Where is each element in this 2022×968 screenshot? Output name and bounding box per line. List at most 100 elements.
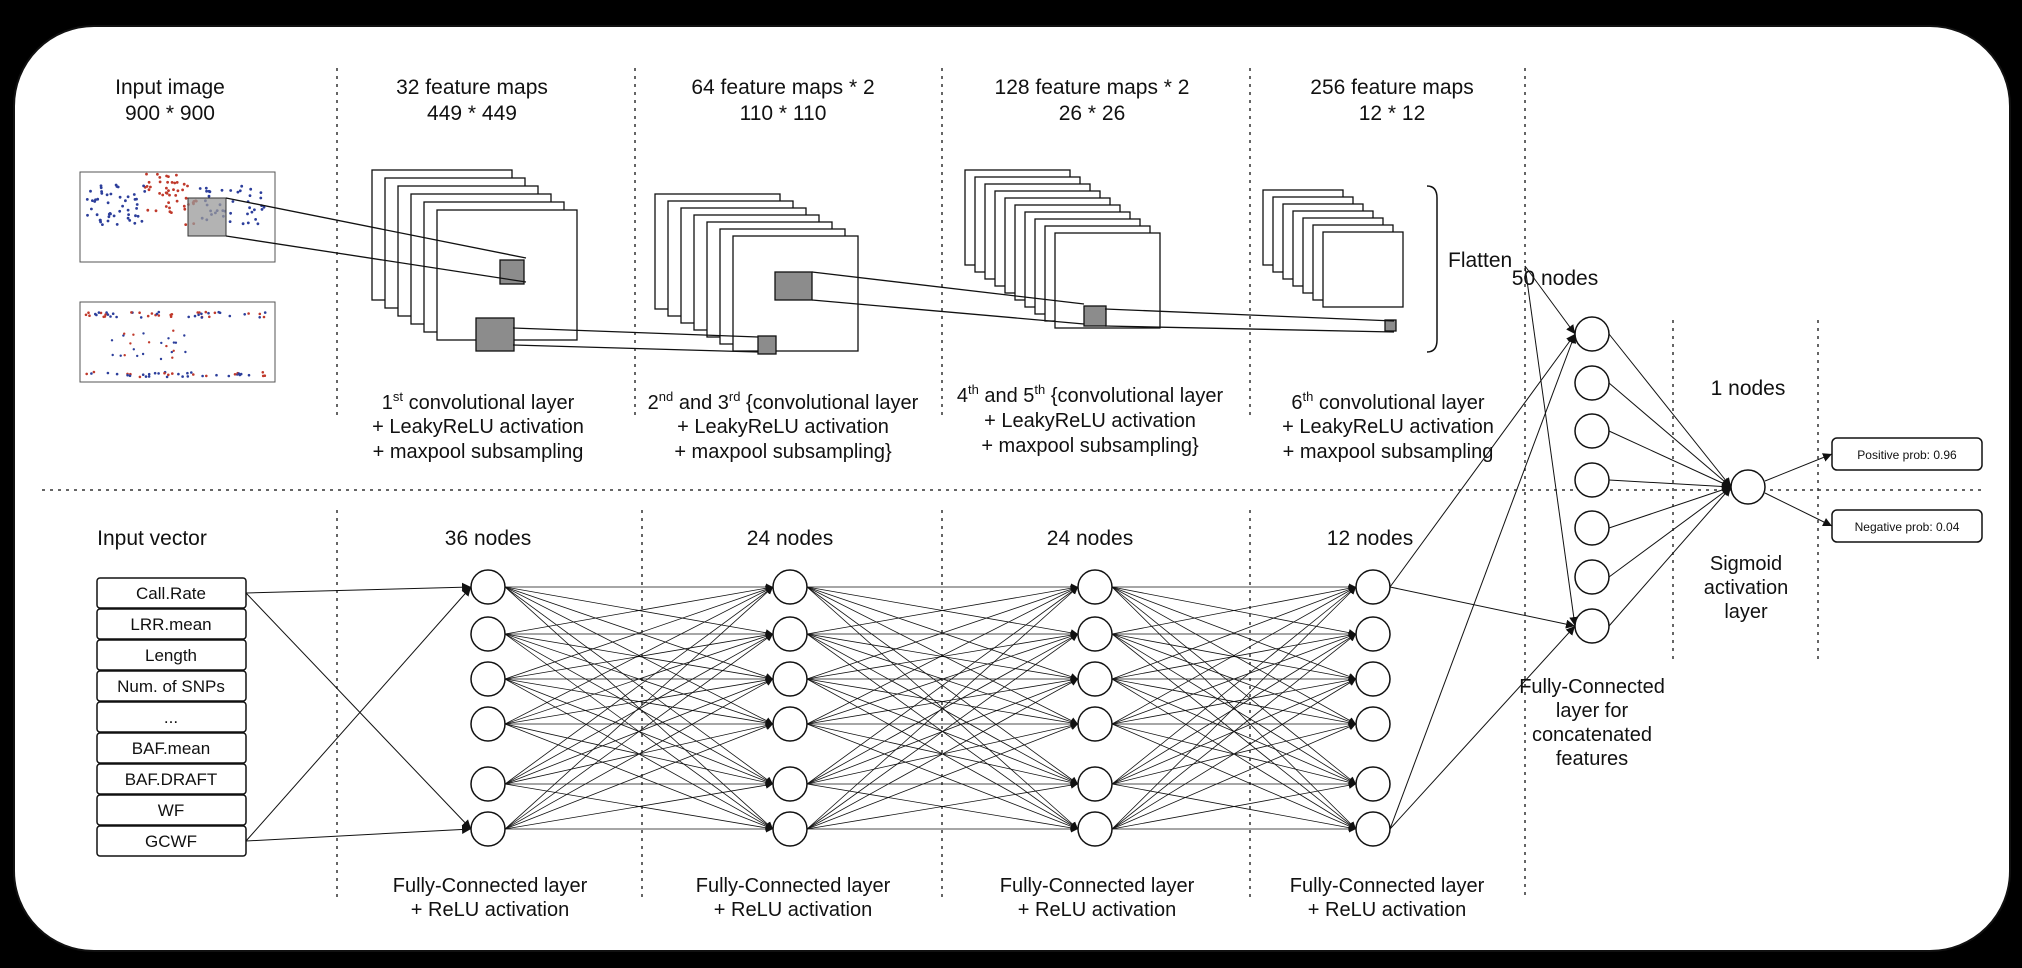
concat-caption: Fully-Connected layer for concatenated f… [1519,676,1665,770]
negative-prob-box [1831,509,1983,543]
scatter-point [127,213,130,217]
scatter-point [168,193,171,197]
scatter-point [122,334,125,337]
scatter-point [165,375,169,379]
edge [806,584,1079,635]
scatter-point [183,207,187,211]
input-vector-label: BAF.DRAFT [125,770,218,789]
network-node [1355,766,1391,802]
edge [1111,586,1357,830]
edge [245,586,472,842]
scatter-point [128,219,132,222]
network-node [1077,706,1113,742]
sigmoid-node [1730,469,1766,505]
edge [504,676,774,725]
scatter-point [132,193,136,196]
network-node [1077,569,1113,605]
edge [1111,586,1357,680]
scatter-point [167,373,170,377]
edge [1111,584,1357,635]
fc4-header: 12 nodes [1327,527,1413,550]
sigmoid-caption: Sigmoid activation layer [1704,553,1789,623]
scatter-point [109,315,112,318]
scatter-point [249,187,253,191]
scatter-point [99,186,103,190]
scatter-point [129,342,132,345]
edge [1608,479,1732,491]
scatter-point [174,341,178,344]
scatter-point [88,314,91,318]
network-node [772,616,808,652]
edge [1389,625,1576,830]
scatter-point [144,375,148,378]
scatter-point [174,194,178,197]
positive-prob-label: Positive prob: 0.96 [1857,448,1957,462]
scatter-point [186,375,190,378]
scatter-point [246,212,249,216]
fc1-caption-line1: Fully-Connected layer [393,875,588,897]
scatter-point [160,341,163,345]
sigmoid-caption-line2: activation [1704,577,1789,599]
network-node [470,661,506,697]
scatter-point [259,191,263,195]
scatter-point [228,220,232,224]
scatter-point [175,181,179,184]
edge [504,586,774,785]
scatter-point [165,174,169,178]
concat-node [1574,413,1610,449]
conv1-caption-line2: + LeakyReLU activation [372,416,584,438]
scatter-point [85,372,88,376]
scatter-point [205,189,209,193]
edge [1111,676,1357,725]
header-conv45: 128 feature maps * 2 [995,76,1190,99]
positive-prob-box [1831,437,1983,471]
feature-map [1322,231,1404,308]
edge [504,633,774,785]
diagram-panel [13,25,2011,952]
scatter-point [156,172,159,176]
scatter-point [260,208,264,211]
scatter-point [213,311,217,315]
scatter-point [138,375,142,379]
scatter-point [123,332,126,335]
projection-line [811,299,1085,325]
scatter-point [115,315,118,319]
conv6-caption-line2: + LeakyReLU activation [1282,416,1494,438]
edge [504,584,774,635]
scatter-point [207,311,210,315]
edge [1111,633,1357,725]
scatter-point [111,353,114,357]
edge [1524,265,1576,335]
header-conv6-size: 12 * 12 [1359,102,1426,125]
network-node [1355,811,1391,847]
sigmoid-caption-line1: Sigmoid [1710,553,1782,575]
input-vector-label: WF [158,801,184,820]
network-node [772,661,808,697]
scatter-point [164,205,168,208]
scatter-point [258,316,262,319]
edge [245,582,472,594]
scatter-point [105,193,109,197]
scatter-point [229,189,233,192]
scatter-point [246,221,250,225]
edge [504,632,774,725]
section-separators [42,68,1985,898]
input-vector-box [96,701,247,733]
edge [1111,586,1357,785]
input-vector-label: Length [145,646,197,665]
scatter-point [123,354,126,357]
network-node [1355,569,1391,605]
scatter-point [132,333,135,336]
header-conv23: 64 feature maps * 2 [691,76,874,99]
fc2-caption-line2: + ReLU activation [714,899,872,921]
concat-node [1574,510,1610,546]
kernel-patch [475,317,515,352]
scatter-point [167,189,170,193]
conv45-caption-line2: + LeakyReLU activation [984,410,1196,432]
concat-node [1574,559,1610,595]
scatter-point [171,372,174,375]
fc3-caption-line1: Fully-Connected layer [1000,875,1195,897]
scatter-point [101,223,104,227]
scatter-point [110,339,114,342]
